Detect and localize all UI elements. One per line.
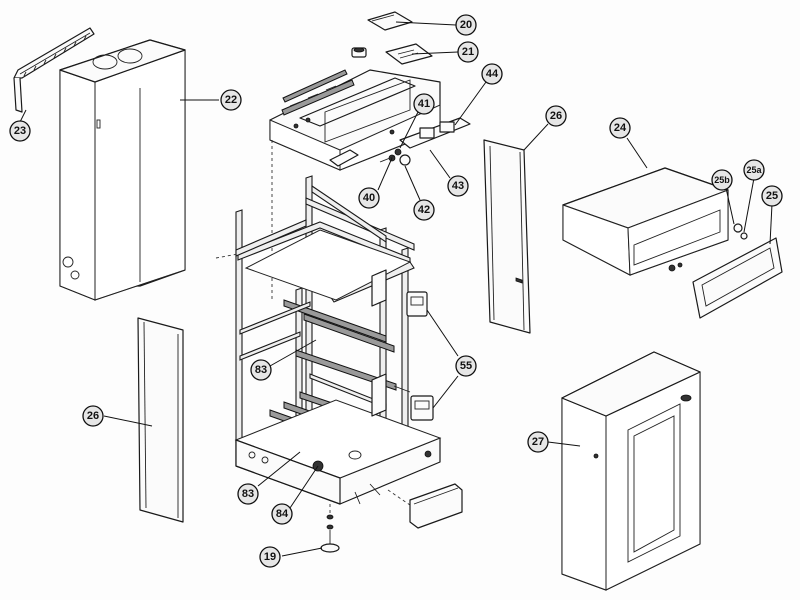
callout-label-27: 27 (532, 436, 544, 448)
callout-label-26-right: 26 (550, 110, 562, 122)
callout-label-26-left: 26 (87, 410, 99, 422)
callout-27: 27 (527, 431, 549, 453)
callout-19: 19 (259, 546, 281, 568)
callout-label-23: 23 (14, 125, 26, 137)
callout-25: 25 (761, 185, 783, 207)
callout-label-42: 42 (418, 204, 430, 216)
callout-label-44: 44 (486, 68, 499, 80)
callout-83-upper: 83 (250, 359, 272, 381)
part-control-components (379, 117, 471, 166)
callout-label-25b: 25b (714, 175, 730, 185)
callout-label-83-upper: 83 (255, 364, 267, 376)
part-main-frame (215, 175, 442, 520)
part-window-bezel (692, 223, 783, 319)
callout-23: 23 (9, 120, 31, 142)
part-hinge-strip (13, 27, 95, 113)
callout-label-25: 25 (766, 190, 778, 202)
part-top-hood (562, 167, 729, 276)
callout-label-40: 40 (363, 192, 375, 204)
part-leveling-foot (320, 514, 340, 553)
callout-label-55: 55 (460, 360, 472, 372)
callout-26-right: 26 (545, 105, 567, 127)
callout-label-19: 19 (264, 551, 276, 563)
callout-label-22: 22 (225, 94, 237, 106)
callout-20: 20 (455, 14, 477, 36)
callout-label-21: 21 (462, 46, 474, 58)
callout-label-83-lower: 83 (242, 488, 254, 500)
part-switch-modules (393, 291, 434, 458)
leader-lines (19, 21, 773, 557)
callout-44: 44 (481, 63, 503, 85)
callout-24: 24 (609, 117, 631, 139)
callout-40: 40 (358, 187, 380, 209)
callout-label-84: 84 (276, 508, 289, 520)
callout-21: 21 (457, 41, 479, 63)
part-small-cap (351, 47, 367, 58)
part-front-door (561, 351, 701, 591)
part-label-plate (385, 43, 433, 65)
callout-label-24: 24 (614, 122, 627, 134)
part-base-bracket (409, 483, 463, 529)
part-side-trim-right (483, 139, 531, 334)
callout-22: 22 (220, 89, 242, 111)
callout-84: 84 (271, 503, 293, 525)
callout-label-25a: 25a (746, 165, 762, 175)
callout-label-20: 20 (460, 19, 472, 31)
callout-41: 41 (413, 93, 435, 115)
part-rear-cabinet-panel (59, 39, 186, 301)
callout-83-lower: 83 (237, 483, 259, 505)
callout-25b: 25b (711, 169, 733, 191)
callout-26-left: 26 (82, 405, 104, 427)
callout-label-43: 43 (452, 180, 464, 192)
callout-42: 42 (413, 199, 435, 221)
callout-55: 55 (455, 355, 477, 377)
callout-43: 43 (447, 175, 469, 197)
part-side-trim-left (137, 317, 184, 523)
callout-25a: 25a (743, 159, 765, 181)
part-control-chassis (269, 69, 441, 300)
callout-label-41: 41 (418, 98, 430, 110)
part-top-plate (367, 11, 413, 31)
